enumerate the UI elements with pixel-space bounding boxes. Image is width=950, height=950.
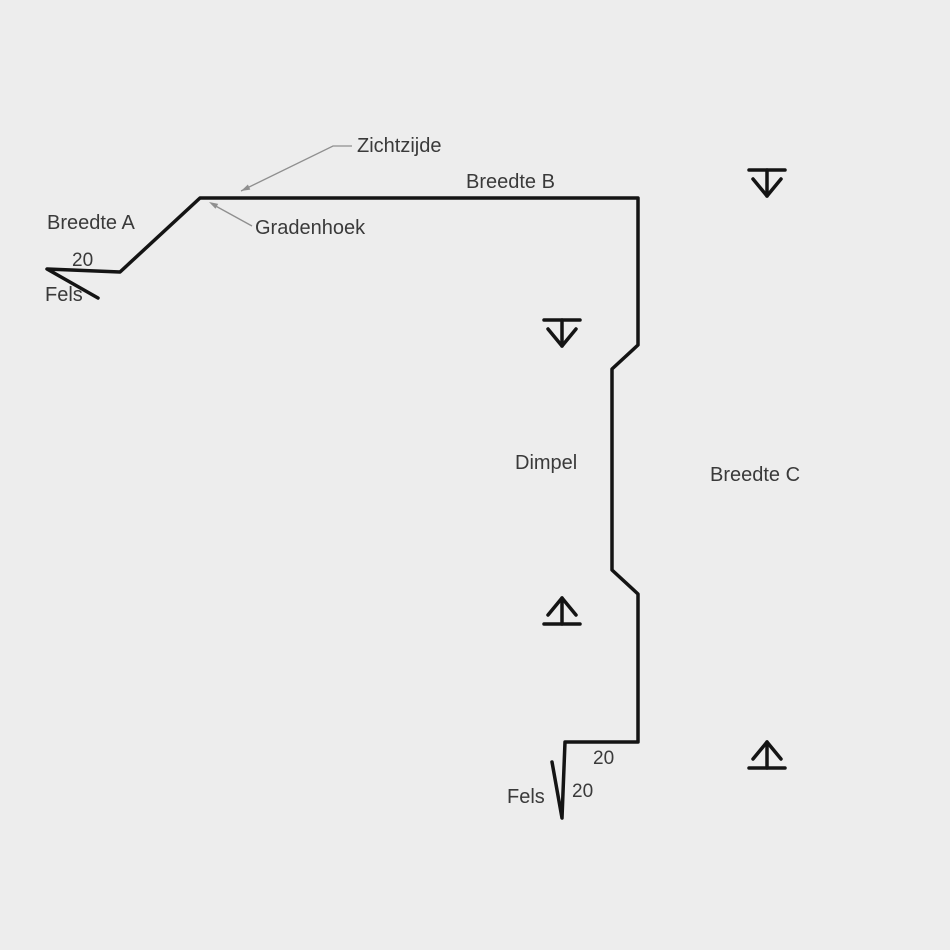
bend-direction-up-icon (542, 596, 582, 626)
zichtzijde-leader-arrow-icon (241, 184, 251, 191)
label-breedte-c: Breedte C (710, 464, 801, 486)
dimension-top-fels-edge: 20 (72, 250, 94, 271)
leader-arrowheads (209, 184, 251, 209)
profile-outline (45, 196, 640, 820)
bend-direction-down-icon (747, 168, 787, 198)
label-fels-top: Fels (45, 284, 83, 306)
label-dimpel: Dimpel (515, 452, 578, 474)
zichtzijde-leader-line (240, 145, 352, 192)
bend-direction-down-icon (542, 318, 582, 348)
bend-direction-up-icon (747, 740, 787, 770)
label-breedte-a: Breedte A (47, 212, 135, 234)
gradenhoek-leader-line (211, 203, 253, 227)
dimension-bottom-fels: 20 (572, 781, 594, 802)
label-zichtzijde: Zichtzijde (357, 135, 442, 157)
label-gradenhoek: Gradenhoek (255, 217, 366, 239)
label-fels-bottom: Fels (507, 786, 545, 808)
leader-lines (211, 145, 352, 227)
gradenhoek-leader-arrow-icon (209, 202, 219, 209)
label-breedte-b: Breedte B (466, 171, 555, 193)
dimension-bottom-edge: 20 (593, 748, 615, 769)
